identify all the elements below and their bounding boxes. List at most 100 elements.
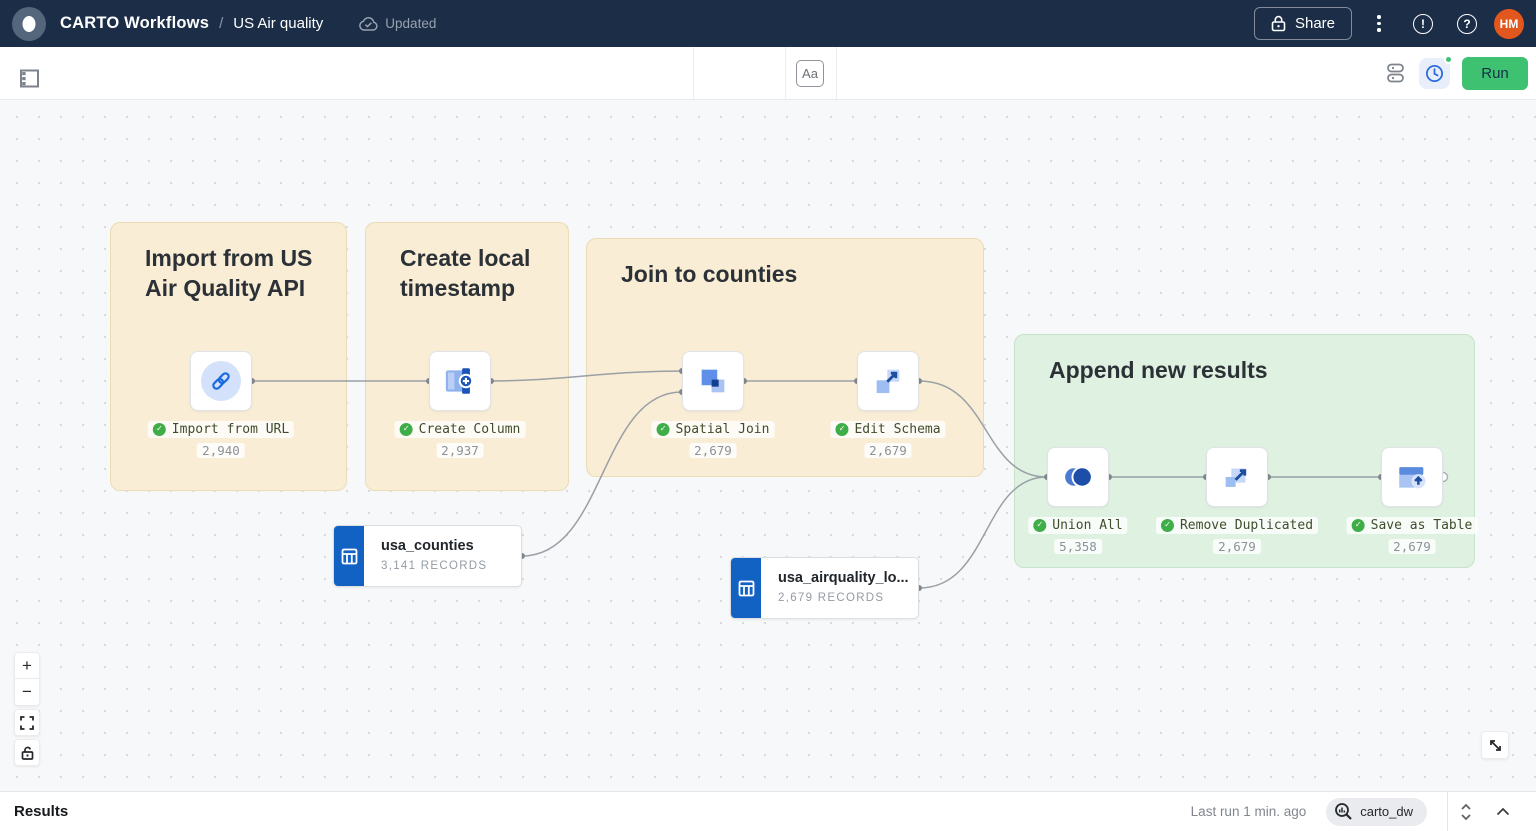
success-check-icon: ✓ bbox=[835, 423, 849, 436]
chevron-up-down-icon bbox=[1461, 803, 1471, 820]
node-caption: ✓ Spatial Join 2,679 bbox=[651, 418, 775, 460]
schedule-active-dot bbox=[1444, 55, 1453, 64]
stacked-rows-icon bbox=[1387, 63, 1404, 83]
node-row-count: 2,940 bbox=[197, 443, 245, 458]
node-row-count: 5,358 bbox=[1054, 539, 1102, 554]
node-remove-duplicated[interactable]: ✓ Remove Duplicated 2,679 bbox=[1155, 447, 1319, 554]
group-title: Join to counties bbox=[621, 261, 798, 287]
notifications-button[interactable]: ! bbox=[1406, 7, 1440, 41]
success-check-icon: ✓ bbox=[1351, 519, 1365, 532]
create-column-icon bbox=[445, 368, 474, 394]
help-button[interactable]: ? bbox=[1450, 7, 1484, 41]
success-check-icon: ✓ bbox=[1033, 519, 1047, 532]
results-panel-header: Results Last run 1 min. ago carto_dw bbox=[0, 791, 1536, 831]
help-icon: ? bbox=[1457, 13, 1477, 34]
node-list-button[interactable] bbox=[1387, 63, 1405, 86]
run-button[interactable]: Run bbox=[1462, 57, 1528, 90]
results-title: Results bbox=[14, 803, 69, 820]
node-name: Create Column bbox=[418, 422, 521, 437]
node-save-as-table[interactable]: ✓ Save as Table 2,679 bbox=[1346, 447, 1478, 554]
data-explorer-icon bbox=[1335, 803, 1353, 820]
node-spatial-join[interactable]: ✓ Spatial Join 2,679 bbox=[651, 351, 775, 458]
table-icon bbox=[334, 526, 364, 586]
cloud-check-icon bbox=[359, 16, 378, 31]
source-name: usa_counties bbox=[381, 538, 474, 554]
node-union-all[interactable]: ✓ Union All 5,358 bbox=[1028, 447, 1128, 554]
canvas-controls: + − bbox=[14, 652, 40, 766]
expand-results-button[interactable] bbox=[1484, 792, 1522, 831]
kebab-icon bbox=[1377, 15, 1381, 32]
group-title: Import from US Air Quality API bbox=[145, 245, 313, 301]
lock-canvas-button[interactable] bbox=[14, 739, 40, 766]
group-title: Create local timestamp bbox=[400, 245, 531, 301]
sidebar-toggle-button[interactable] bbox=[12, 61, 46, 95]
source-records: 3,141 RECORDS bbox=[381, 560, 488, 572]
node-name: Spatial Join bbox=[675, 422, 770, 437]
workflow-canvas[interactable]: Import from US Air Quality API Create lo… bbox=[0, 100, 1536, 791]
top-navbar: CARTO Workflows / US Air quality Updated… bbox=[0, 0, 1536, 47]
sidebar-panel-icon bbox=[19, 69, 39, 87]
diagonal-resize-icon bbox=[1489, 739, 1501, 751]
share-label: Share bbox=[1294, 15, 1335, 32]
toolbar-divider bbox=[693, 47, 694, 99]
share-button[interactable]: Share bbox=[1253, 7, 1352, 40]
results-bar-divider bbox=[1447, 791, 1448, 831]
node-create-column[interactable]: ✓Create Column 2,937 bbox=[394, 351, 526, 458]
workflow-toolbar: ↶ ↷ Aa Run bbox=[0, 47, 1536, 129]
zoom-out-button[interactable]: − bbox=[14, 679, 40, 706]
carto-logo-icon[interactable] bbox=[12, 6, 46, 41]
node-row-count: 2,679 bbox=[689, 443, 737, 458]
spatial-join-icon bbox=[701, 369, 725, 393]
avatar[interactable]: HM bbox=[1494, 8, 1524, 39]
node-row-count: 2,679 bbox=[1213, 539, 1261, 554]
node-row-count: 2,679 bbox=[864, 443, 912, 458]
connection-pill[interactable]: carto_dw bbox=[1326, 797, 1427, 826]
node-name: Edit Schema bbox=[854, 422, 941, 437]
panel-size-toggle-button[interactable] bbox=[1448, 792, 1484, 831]
unlock-icon bbox=[21, 746, 33, 760]
source-usa-airquality[interactable]: usa_airquality_lo... 2,679 RECORDS bbox=[730, 557, 919, 619]
node-import-from-url[interactable]: ✓ Import from URL 2,940 bbox=[147, 351, 295, 458]
source-records: 2,679 RECORDS bbox=[778, 592, 885, 604]
clock-icon bbox=[1426, 65, 1443, 82]
success-check-icon: ✓ bbox=[656, 423, 670, 436]
remove-duplicated-icon bbox=[1225, 468, 1247, 487]
table-icon bbox=[731, 558, 761, 618]
success-check-icon: ✓ bbox=[152, 423, 166, 436]
node-caption: ✓Create Column 2,937 bbox=[394, 418, 526, 460]
edit-schema-icon bbox=[876, 369, 900, 394]
schedule-button[interactable] bbox=[1419, 55, 1453, 89]
fit-view-button[interactable] bbox=[14, 709, 40, 736]
resize-panel-button[interactable] bbox=[1481, 731, 1509, 759]
save-as-table-icon bbox=[1399, 467, 1426, 489]
node-name: Union All bbox=[1052, 518, 1123, 533]
node-edit-schema[interactable]: ✓ Edit Schema 2,679 bbox=[830, 351, 946, 458]
link-icon bbox=[201, 361, 241, 401]
node-name: Remove Duplicated bbox=[1179, 518, 1314, 533]
node-caption: ✓ Remove Duplicated 2,679 bbox=[1155, 514, 1319, 556]
success-check-icon: ✓ bbox=[1160, 519, 1174, 532]
zoom-in-button[interactable]: + bbox=[14, 652, 40, 679]
more-options-button[interactable] bbox=[1362, 7, 1396, 41]
fit-view-icon bbox=[20, 715, 34, 730]
node-name: Save as Table bbox=[1370, 518, 1473, 533]
lock-icon bbox=[1271, 15, 1286, 32]
connection-name: carto_dw bbox=[1360, 804, 1413, 819]
breadcrumb-brand[interactable]: CARTO Workflows bbox=[60, 14, 210, 32]
success-check-icon: ✓ bbox=[399, 423, 413, 436]
save-status-label: Updated bbox=[385, 16, 437, 31]
union-all-icon bbox=[1063, 466, 1093, 488]
breadcrumb-workflow-name[interactable]: US Air quality bbox=[233, 15, 324, 32]
last-run-status: Last run 1 min. ago bbox=[1190, 804, 1307, 819]
node-caption: ✓ Edit Schema 2,679 bbox=[830, 418, 946, 460]
node-caption: ✓ Save as Table 2,679 bbox=[1346, 514, 1478, 556]
group-title: Append new results bbox=[1049, 357, 1268, 383]
node-caption: ✓ Import from URL 2,940 bbox=[147, 418, 295, 460]
source-usa-counties[interactable]: usa_counties 3,141 RECORDS bbox=[333, 525, 522, 587]
annotation-tool-button[interactable]: Aa bbox=[796, 60, 824, 87]
node-name: Import from URL bbox=[171, 422, 290, 437]
source-name: usa_airquality_lo... bbox=[778, 570, 909, 586]
info-icon: ! bbox=[1413, 13, 1433, 34]
node-row-count: 2,679 bbox=[1388, 539, 1436, 554]
